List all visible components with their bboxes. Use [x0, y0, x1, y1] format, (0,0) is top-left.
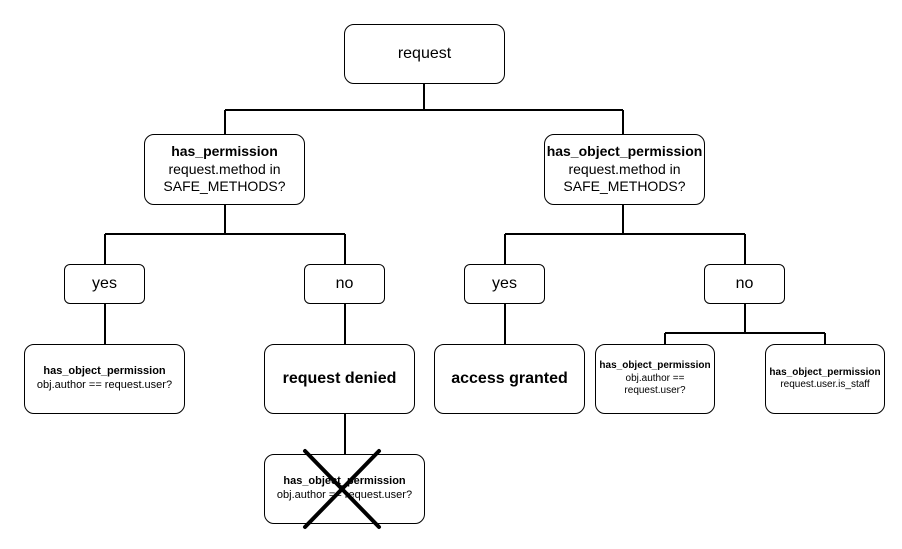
- left-yes-node: yes: [64, 264, 145, 304]
- node-line: request.user?: [624, 385, 686, 397]
- node-title: has_object_permission: [599, 360, 711, 372]
- right-no-node: no: [704, 264, 785, 304]
- node-title: has_object_permission: [769, 366, 881, 378]
- has-object-permission-node: has_object_permission request.method in …: [544, 134, 705, 205]
- node-title: has_permission: [171, 143, 278, 160]
- right-yes-node: yes: [464, 264, 545, 304]
- yes-label: yes: [92, 275, 117, 292]
- node-title: has_object_permission: [546, 143, 703, 160]
- node-title: has_object_permission: [283, 475, 406, 488]
- no-label: no: [335, 275, 354, 292]
- no-label: no: [735, 275, 754, 292]
- node-line: SAFE_METHODS?: [163, 178, 286, 195]
- yes-label: yes: [492, 275, 517, 292]
- has-permission-node: has_permission request.method in SAFE_ME…: [144, 134, 305, 205]
- node-line: SAFE_METHODS?: [563, 178, 686, 195]
- node-line: obj.author == request.user?: [276, 489, 413, 501]
- node-line: obj.author == request.user?: [36, 379, 173, 391]
- access-granted-node: access granted: [434, 344, 585, 414]
- request-node: request: [344, 24, 505, 84]
- node-line: obj.author ==: [625, 372, 685, 384]
- left-no-node: no: [304, 264, 385, 304]
- node-title: has_object_permission: [43, 365, 166, 378]
- node-line: request.user.is_staff: [780, 379, 870, 390]
- right-no-result-a-node: has_object_permission obj.author == requ…: [595, 344, 715, 414]
- node-line: request.method in: [168, 160, 281, 177]
- crossed-out-node: has_object_permission obj.author == requ…: [264, 454, 425, 524]
- request-label: request: [397, 45, 452, 62]
- request-denied-label: request denied: [282, 370, 397, 387]
- request-denied-node: request denied: [264, 344, 415, 414]
- access-granted-label: access granted: [451, 370, 568, 387]
- right-no-result-b-node: has_object_permission request.user.is_st…: [765, 344, 885, 414]
- node-line: request.method in: [568, 160, 681, 177]
- left-yes-result-node: has_object_permission obj.author == requ…: [24, 344, 185, 414]
